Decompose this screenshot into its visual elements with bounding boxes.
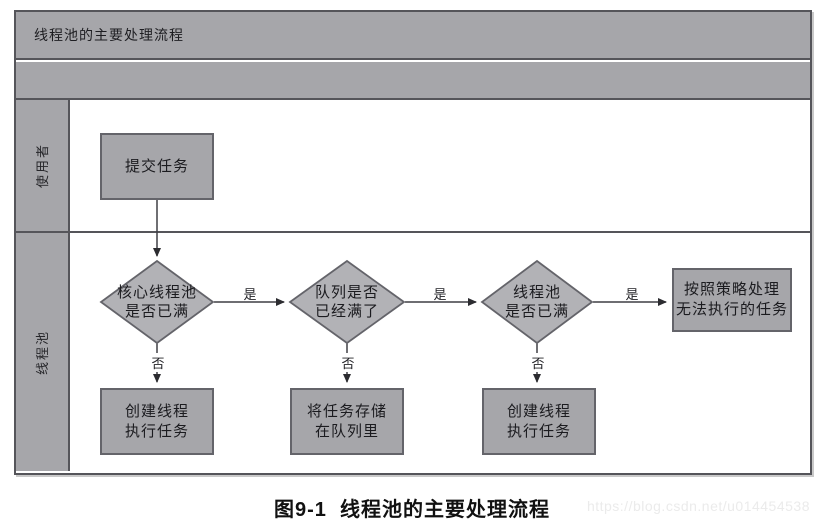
edge-label-no-1: 否	[145, 353, 171, 372]
decision-core-pool-full-label: 核心线程池 是否已满	[116, 285, 197, 320]
node-store-in-queue: 将任务存储 在队列里	[290, 388, 404, 455]
node-create-thread-2: 创建线程 执行任务	[482, 388, 596, 455]
edge-label-yes-2: 是	[433, 287, 447, 302]
edge-label-yes-3: 是	[625, 287, 639, 302]
edge-label-no-2: 否	[335, 353, 361, 372]
diamond-queue-full	[288, 259, 406, 345]
node-handle-by-policy: 按照策略处理 无法执行的任务	[672, 268, 792, 332]
diamond-pool-full	[480, 259, 594, 345]
edge-label-yes-1: 是	[243, 287, 257, 302]
diamond-core-pool-full	[99, 259, 215, 345]
edge-label-no-3: 否	[525, 353, 551, 372]
watermark-url: https://blog.csdn.net/u014454538	[586, 498, 810, 514]
diagram-title: 线程池的主要处理流程	[34, 29, 184, 44]
diagram-title-band: 线程池的主要处理流程	[16, 12, 810, 60]
node-create-thread-1: 创建线程 执行任务	[100, 388, 214, 455]
figure-caption: 图9-1 线程池的主要处理流程	[273, 499, 551, 521]
swimlane-label-column	[16, 100, 70, 471]
swimlane-divider	[16, 231, 810, 233]
decision-queue-full-label: 队列是否 已经满了	[314, 285, 379, 320]
node-submit-task: 提交任务	[100, 133, 214, 200]
decision-pool-full-label: 线程池 是否已满	[504, 285, 569, 320]
diagram-subheader-band	[16, 62, 810, 100]
decision-diamonds	[99, 259, 594, 345]
